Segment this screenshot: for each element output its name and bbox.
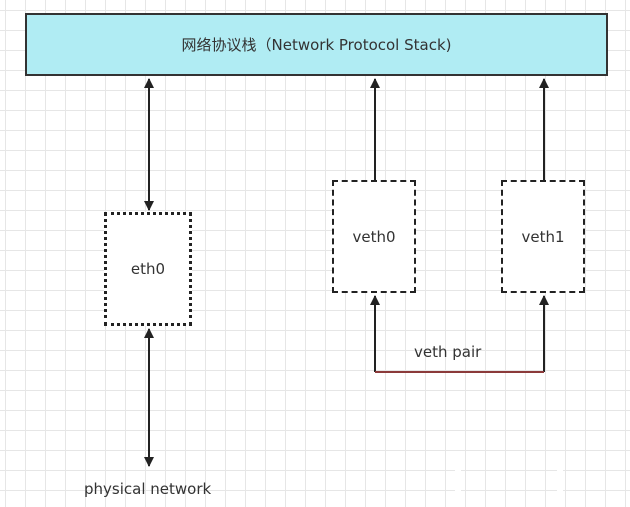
veth1-label: veth1: [521, 227, 565, 246]
white-strip-right: [557, 456, 563, 507]
network-protocol-stack-box: 网络协议栈（Network Protocol Stack): [25, 13, 608, 76]
veth0-label: veth0: [352, 227, 396, 246]
white-strip-left: [455, 456, 461, 507]
veth0-box: veth0: [332, 180, 416, 293]
veth1-box: veth1: [501, 180, 585, 293]
physical-network-label: physical network: [84, 480, 212, 498]
eth0-label: eth0: [130, 260, 166, 278]
eth0-box: eth0: [104, 212, 192, 326]
veth-pair-label: veth pair: [414, 343, 482, 361]
network-protocol-stack-label: 网络协议栈（Network Protocol Stack): [181, 36, 452, 54]
